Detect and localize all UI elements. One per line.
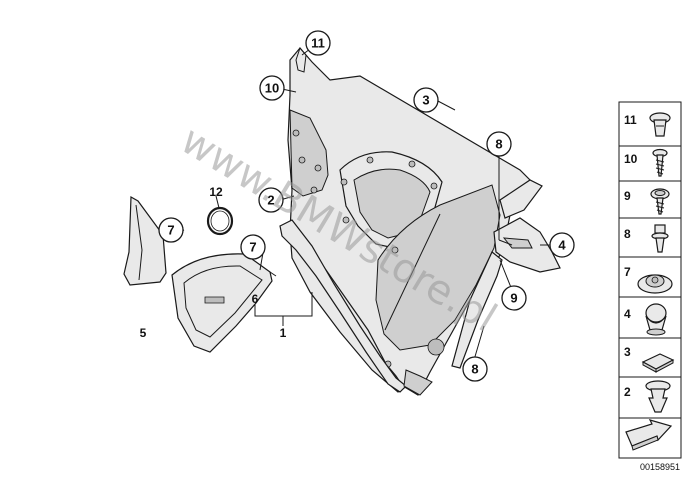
legend-item-10: 10 <box>624 148 668 177</box>
svg-text:10: 10 <box>624 152 638 166</box>
part-5-trim-cover <box>123 195 167 286</box>
part-6-wheel-arch-cover <box>171 253 277 353</box>
callout-7-middle: 7 <box>240 234 266 260</box>
svg-text:12: 12 <box>209 185 223 199</box>
callout-8-bottom: 8 <box>462 356 488 382</box>
legend-item-2: 2 <box>624 380 671 413</box>
svg-text:5: 5 <box>140 326 147 340</box>
callout-2: 2 <box>258 187 284 213</box>
part-12-seal-ring <box>206 206 234 236</box>
fastener-legend: 11 10 9 <box>618 101 682 459</box>
legend-item-8: 8 <box>624 224 669 253</box>
callout-3: 3 <box>413 87 439 113</box>
callout-5: 5 <box>140 326 147 340</box>
push-rivet-icon <box>649 112 671 137</box>
part-9-bracket <box>451 179 561 369</box>
svg-text:8: 8 <box>624 227 631 241</box>
part-1-trim-strip <box>279 219 433 396</box>
svg-text:9: 9 <box>510 291 517 306</box>
svg-text:11: 11 <box>311 36 325 51</box>
svg-text:8: 8 <box>495 137 502 152</box>
callout-8-top: 8 <box>486 131 512 157</box>
svg-text:1: 1 <box>280 326 287 340</box>
svg-text:2: 2 <box>267 193 274 208</box>
clip-nut-icon <box>637 274 673 294</box>
screw-icon <box>652 148 668 177</box>
callout-11: 11 <box>305 30 331 56</box>
svg-text:2: 2 <box>624 385 631 399</box>
foam-pad-icon <box>641 353 675 373</box>
callout-4: 4 <box>549 232 575 258</box>
legend-item-11: 11 <box>624 112 671 137</box>
washer-screw-icon <box>650 188 670 215</box>
svg-text:7: 7 <box>249 240 256 255</box>
legend-item-4: 4 <box>624 303 667 336</box>
svg-text:3: 3 <box>422 93 429 108</box>
svg-text:6: 6 <box>252 292 259 306</box>
svg-text:7: 7 <box>624 265 631 279</box>
callout-12: 12 <box>209 185 223 199</box>
expanding-rivet-icon <box>651 224 669 253</box>
fir-tree-clip-icon <box>645 380 671 413</box>
direction-arrow-icon <box>625 419 673 451</box>
svg-text:4: 4 <box>558 238 566 253</box>
svg-text:9: 9 <box>624 189 631 203</box>
svg-text:11: 11 <box>624 113 637 127</box>
svg-text:3: 3 <box>624 345 631 359</box>
callout-10: 10 <box>259 75 285 101</box>
callout-7-left: 7 <box>158 217 184 243</box>
diagram-number: 00158951 <box>640 462 680 472</box>
callout-9: 9 <box>501 285 527 311</box>
svg-text:7: 7 <box>167 223 174 238</box>
callout-1: 1 <box>280 326 287 340</box>
plug-icon <box>645 303 667 336</box>
legend-item-9: 9 <box>624 188 670 215</box>
callout-6: 6 <box>252 292 259 306</box>
svg-text:10: 10 <box>265 81 279 96</box>
svg-text:8: 8 <box>471 362 478 377</box>
svg-text:4: 4 <box>624 307 631 321</box>
legend-item-7: 7 <box>624 265 673 294</box>
legend-item-3: 3 <box>624 345 675 373</box>
